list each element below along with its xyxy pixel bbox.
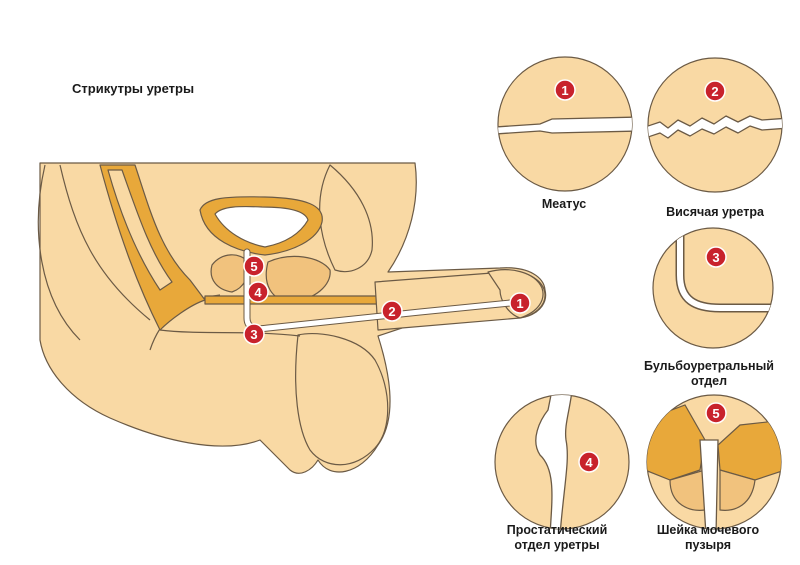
detail-circle-3: 3 xyxy=(652,227,774,349)
svg-text:2: 2 xyxy=(388,304,395,319)
marker-1-main[interactable]: 1 xyxy=(509,292,531,314)
detail-label-4-line-2: отдел уретры xyxy=(514,538,600,552)
detail-label-2: Висячая уретра xyxy=(640,205,790,220)
perineum-fold xyxy=(159,329,301,337)
svg-text:1: 1 xyxy=(561,83,568,98)
spine-line xyxy=(59,164,151,321)
pelvic-floor xyxy=(204,295,386,305)
detail-label-5-line-1: Шейка мочевого xyxy=(656,523,760,537)
detail-label-2-line-1: Висячая уретра xyxy=(666,205,764,219)
svg-text:2: 2 xyxy=(711,84,718,99)
detail-label-3-line-1: Бульбоуретральный xyxy=(644,359,774,373)
svg-text:3: 3 xyxy=(712,250,719,265)
svg-text:1: 1 xyxy=(516,296,523,311)
detail-circle-1: 1 xyxy=(497,56,633,192)
svg-text:4: 4 xyxy=(585,455,593,470)
main-markers: 5 4 3 2 1 xyxy=(243,255,531,345)
rectum-inner xyxy=(107,169,173,291)
svg-text:3: 3 xyxy=(250,327,257,342)
svg-text:5: 5 xyxy=(250,259,257,274)
marker-3-main[interactable]: 3 xyxy=(243,323,265,345)
detail-circle-2: 2 xyxy=(647,57,783,193)
detail-label-5: Шейка мочевого пузыря xyxy=(633,523,783,553)
marker-5-main[interactable]: 5 xyxy=(243,255,265,277)
detail-label-3: Бульбоуретральный отдел xyxy=(634,359,784,389)
detail-label-4-line-1: Простатический xyxy=(506,523,608,537)
diagram-title: Стрикутры уретры xyxy=(72,81,195,96)
detail-label-1: Меатус xyxy=(489,197,639,212)
detail-label-1-line-1: Меатус xyxy=(541,197,587,211)
svg-text:5: 5 xyxy=(712,406,719,421)
marker-4-main[interactable]: 4 xyxy=(247,281,269,303)
detail-circle-4: 4 xyxy=(494,394,630,530)
sacrum-outline xyxy=(37,164,81,341)
detail-label-5-line-2: пузыря xyxy=(685,538,731,552)
detail-circle-5: 5 xyxy=(646,394,782,530)
prostate xyxy=(265,255,331,303)
detail-label-4: Простатический отдел уретры xyxy=(482,523,632,553)
main-section xyxy=(37,162,547,474)
detail-label-3-line-2: отдел xyxy=(690,374,728,388)
scrotum xyxy=(295,332,389,466)
svg-text:4: 4 xyxy=(254,285,262,300)
bladder-lumen xyxy=(214,205,309,248)
marker-2-main[interactable]: 2 xyxy=(381,300,403,322)
